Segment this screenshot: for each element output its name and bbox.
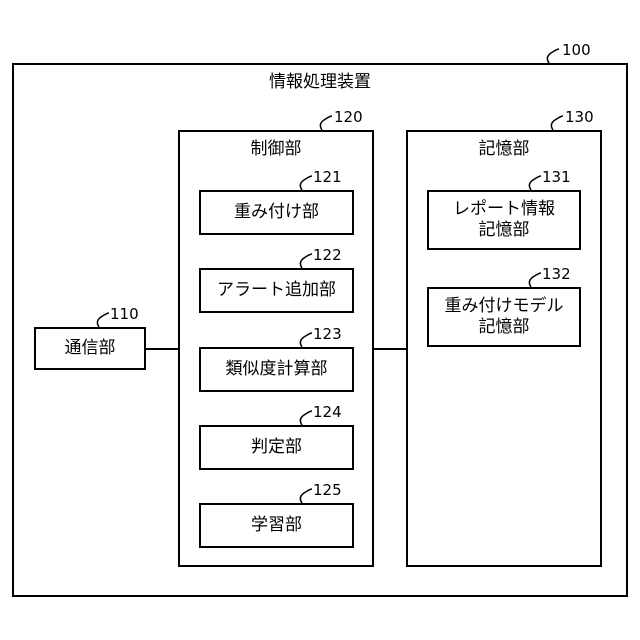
storage-unit-131: レポート情報 記憶部 <box>427 190 581 250</box>
control-unit-124: 判定部 <box>199 425 354 470</box>
control-unit-123: 類似度計算部 <box>199 347 354 392</box>
control-unit-124-label: 判定部 <box>251 437 302 458</box>
control-unit-122-label: アラート追加部 <box>217 280 336 301</box>
storage-unit-132-line2: 記憶部 <box>445 317 564 338</box>
control-title: 制御部 <box>226 138 326 160</box>
device-ref: 100 <box>562 41 591 59</box>
control-unit-123-label: 類似度計算部 <box>226 359 328 380</box>
storage-title: 記憶部 <box>454 138 554 160</box>
storage-unit-132-line1: 重み付けモデル <box>445 296 564 317</box>
comm-unit-label: 通信部 <box>65 338 116 359</box>
control-unit-122: アラート追加部 <box>199 268 354 313</box>
control-unit-125-ref: 125 <box>313 481 342 499</box>
control-unit-122-ref: 122 <box>313 246 342 264</box>
storage-unit-132: 重み付けモデル 記憶部 <box>427 287 581 347</box>
leader-100 <box>547 49 559 63</box>
comm-unit-ref: 110 <box>110 305 139 323</box>
device-title: 情報処理装置 <box>220 71 420 93</box>
control-unit-123-ref: 123 <box>313 325 342 343</box>
storage-unit-131-ref: 131 <box>542 168 571 186</box>
control-unit-121-ref: 121 <box>313 168 342 186</box>
control-ref: 120 <box>334 108 363 126</box>
storage-unit-131-line2: 記憶部 <box>453 220 555 241</box>
storage-ref: 130 <box>565 108 594 126</box>
control-unit-125: 学習部 <box>199 503 354 548</box>
storage-unit-131-line1: レポート情報 <box>453 199 555 220</box>
comm-unit-box: 通信部 <box>34 327 146 370</box>
control-unit-121: 重み付け部 <box>199 190 354 235</box>
control-unit-125-label: 学習部 <box>251 515 302 536</box>
control-unit-124-ref: 124 <box>313 403 342 421</box>
storage-unit-132-ref: 132 <box>542 265 571 283</box>
control-unit-121-label: 重み付け部 <box>234 202 319 223</box>
